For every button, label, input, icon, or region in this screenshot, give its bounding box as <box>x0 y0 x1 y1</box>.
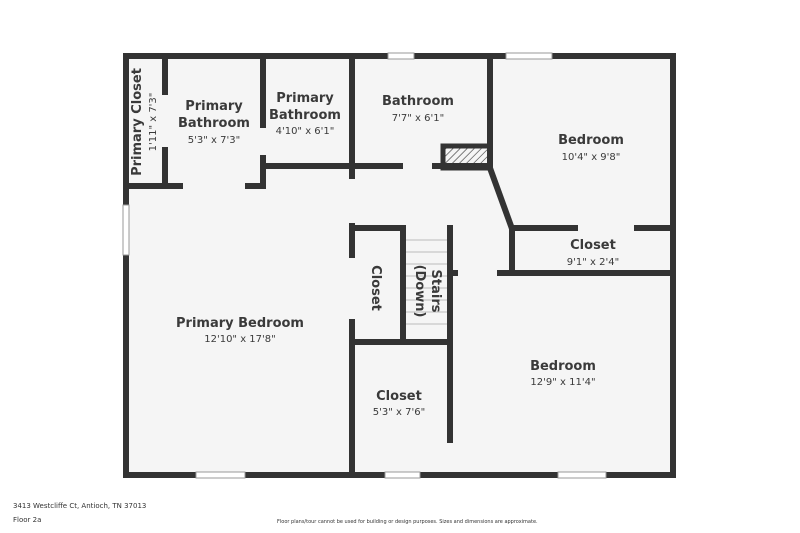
room-closet-1-name: Closet <box>570 238 616 253</box>
room-bathroom-name: Bathroom <box>382 94 454 109</box>
disclaimer: Floor plans/tour cannot be used for buil… <box>277 519 538 525</box>
room-primary-bathroom-2-name: Primary <box>276 91 334 106</box>
room-primary-bathroom-1-name2: Bathroom <box>178 116 250 131</box>
room-bedroom-1-dims: 10'4" x 9'8" <box>562 152 621 163</box>
room-primary-bedroom-name: Primary Bedroom <box>176 316 304 331</box>
room-primary-bathroom-1-dims: 5'3" x 7'3" <box>188 135 240 146</box>
room-bedroom-2-name: Bedroom <box>530 359 596 374</box>
room-primary-closet-dims: 1'11" x 7'3" <box>148 93 159 152</box>
floor-label: Floor 2a <box>13 516 42 524</box>
room-primary-bathroom-2-dims: 4'10" x 6'1" <box>276 126 335 137</box>
room-closet-1-dims: 9'1" x 2'4" <box>567 257 619 268</box>
stairs <box>406 239 447 325</box>
room-bathroom-dims: 7'7" x 6'1" <box>392 113 444 124</box>
room-stairs-name: Stairs <box>428 270 443 313</box>
room-closet-3-name: Closet <box>376 389 422 404</box>
floor-area <box>123 53 676 478</box>
room-closet-3-dims: 5'3" x 7'6" <box>373 407 425 418</box>
room-bedroom-1-name: Bedroom <box>558 133 624 148</box>
room-primary-bathroom-2-name2: Bathroom <box>269 108 341 123</box>
room-closet-2-name: Closet <box>368 265 383 311</box>
room-primary-closet-name: Primary Closet <box>130 68 145 176</box>
windows <box>122 52 607 479</box>
room-primary-bathroom-1-name: Primary <box>185 99 243 114</box>
room-stairs-name2: (Down) <box>412 265 427 318</box>
room-primary-bedroom-dims: 12'10" x 17'8" <box>204 334 276 345</box>
address: 3413 Westcliffe Ct, Antioch, TN 37013 <box>13 502 147 510</box>
chimney <box>440 143 493 171</box>
room-bedroom-2-dims: 12'9" x 11'4" <box>530 377 595 388</box>
